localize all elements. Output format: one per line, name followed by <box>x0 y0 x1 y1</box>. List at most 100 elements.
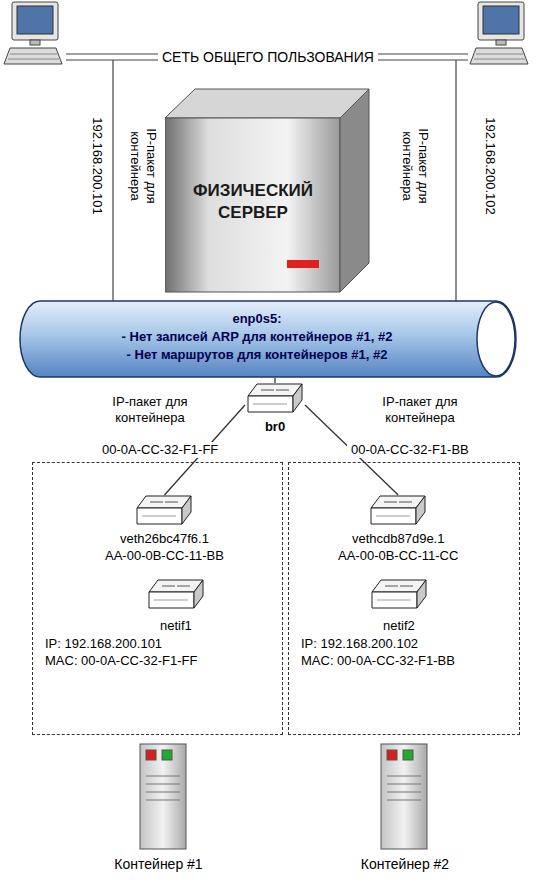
netif-address: MAC: 00-0A-CC-32-F1-BB <box>301 652 455 669</box>
keyboard-keys <box>474 59 525 60</box>
server-tower-icon <box>381 744 427 849</box>
bridge-name: br0 <box>245 418 305 435</box>
line-label: СЕТЬ ОБЩЕГО ПОЛЬЗОВАНИЯ <box>158 49 378 65</box>
icon-side <box>417 580 426 608</box>
tower-slot <box>387 776 421 777</box>
icon-arrow <box>276 390 289 391</box>
vertical-packet-label: 192.168.200.102 <box>482 117 498 215</box>
server-node: ФИЗИЧЕСКИЙ СЕРВЕР <box>165 88 370 293</box>
icon-arrow <box>261 390 274 391</box>
icon-front <box>137 508 182 524</box>
netif-icon <box>148 579 204 611</box>
server-indicator <box>287 260 319 268</box>
cont-node: Контейнер #1veth26bc47f6.1AA-00-0B-CC-11… <box>32 462 283 735</box>
netif-node: netif2IP: 192.168.200.102MAC: 00-0A-CC-3… <box>301 579 457 673</box>
netif-node: netif1IP: 192.168.200.101MAC: 00-0A-CC-3… <box>45 579 206 673</box>
keyboard-keys <box>8 59 59 60</box>
icon-port-row <box>377 600 411 601</box>
netif-name: netif2 <box>383 617 415 634</box>
veth-icon <box>370 495 426 527</box>
tower-case <box>381 744 427 849</box>
monitor-frame <box>478 2 524 40</box>
icon-arrow <box>150 502 163 503</box>
icon-front <box>248 396 293 412</box>
interface-text: enp0s5:- Нет записей ARP для контейнеров… <box>42 310 472 364</box>
tower-slot <box>146 784 180 785</box>
led-green <box>162 750 172 760</box>
veth-name: veth26bc47f6.1 <box>105 530 224 547</box>
interface-name: enp0s5: <box>42 310 472 328</box>
switch-node: br0 <box>245 383 305 438</box>
computer-icon <box>470 2 528 64</box>
veth-node: veth26bc47f6.1AA-00-0B-CC-11-BB <box>105 495 224 564</box>
icon-arrow <box>384 502 397 503</box>
monitor-stand <box>496 40 506 45</box>
bridge-icon <box>247 383 303 415</box>
vertical-packet-label: IP-пакет для контейнера <box>127 111 159 221</box>
container-caption: Контейнер #1 <box>13 856 304 873</box>
monitor-screen <box>17 6 53 34</box>
icon-side <box>416 496 425 524</box>
tower-case <box>140 744 186 849</box>
packet-path-line <box>455 60 456 301</box>
cont-node: Контейнер #2vethcdb87d9e.1AA-00-0B-CC-11… <box>288 462 520 735</box>
icon-arrow <box>165 502 178 503</box>
mac-address: AA-00-0B-CC-11-CC <box>338 547 458 564</box>
icon-arrow <box>385 586 398 587</box>
icon-side <box>293 384 302 412</box>
netif-address: IP: 192.168.200.102 <box>301 635 418 652</box>
keyboard <box>470 48 528 64</box>
icon-side <box>194 580 203 608</box>
netif-name: netif1 <box>160 617 192 634</box>
netif-address: IP: 192.168.200.101 <box>45 635 162 652</box>
led-red <box>387 750 397 760</box>
led-red <box>146 750 156 760</box>
server-label: ФИЗИЧЕСКИЙ СЕРВЕР <box>173 180 333 224</box>
led-green <box>403 750 413 760</box>
mac-address: AA-00-0B-CC-11-BB <box>105 547 224 564</box>
icon-arrow <box>399 502 412 503</box>
tower-slot <box>146 800 180 801</box>
server-side <box>340 89 369 292</box>
icon-arrow <box>177 586 190 587</box>
server-front <box>165 118 340 292</box>
icon-front <box>149 592 194 608</box>
vertical-packet-label: 192.168.200.101 <box>89 117 105 215</box>
icon-arrow <box>400 586 413 587</box>
computer-icon <box>4 2 62 64</box>
line-label: 00-0A-CC-32-F1-FF <box>98 442 222 458</box>
packet-label: IP-пакет для контейнера <box>360 394 480 426</box>
icon-side <box>182 496 191 524</box>
cyl-node: enp0s5:- Нет записей ARP для контейнеров… <box>18 300 518 378</box>
interface-note: - Нет записей ARP для контейнеров #1, #2 <box>42 328 472 346</box>
bridge-label: br0 <box>245 418 305 435</box>
netif-icon <box>371 579 427 611</box>
tower-slot <box>387 784 421 785</box>
veth-name: vethcdb87d9e.1 <box>338 530 458 547</box>
interface-note: - Нет маршрутов для контейнеров #1, #2 <box>42 346 472 364</box>
container-caption: Контейнер #2 <box>269 856 536 873</box>
container-name: Контейнер #2 <box>269 856 536 873</box>
netif-address: MAC: 00-0A-CC-32-F1-FF <box>45 652 197 669</box>
line-label: 00-0A-CC-32-F1-BB <box>347 442 473 458</box>
veth-icon <box>136 495 192 527</box>
vertical-packet-label: IP-пакет для контейнера <box>399 111 431 221</box>
monitor-frame <box>12 2 58 40</box>
connector-line <box>274 378 275 383</box>
cylinder-body <box>20 301 516 377</box>
icon-front <box>371 508 416 524</box>
packet-label: IP-пакет для контейнера <box>90 394 210 426</box>
tower-slot <box>387 800 421 801</box>
icon-port-row <box>376 516 410 517</box>
icon-port-row <box>154 600 188 601</box>
icon-port-row <box>142 516 176 517</box>
veth-node: vethcdb87d9e.1AA-00-0B-CC-11-CC <box>338 495 458 564</box>
keyboard <box>4 48 62 64</box>
tower-slot <box>146 776 180 777</box>
monitor-stand <box>30 40 40 45</box>
icon-port-row <box>253 404 287 405</box>
cylinder-end <box>477 302 515 376</box>
container-name: Контейнер #1 <box>13 856 304 873</box>
icon-arrow <box>162 586 175 587</box>
